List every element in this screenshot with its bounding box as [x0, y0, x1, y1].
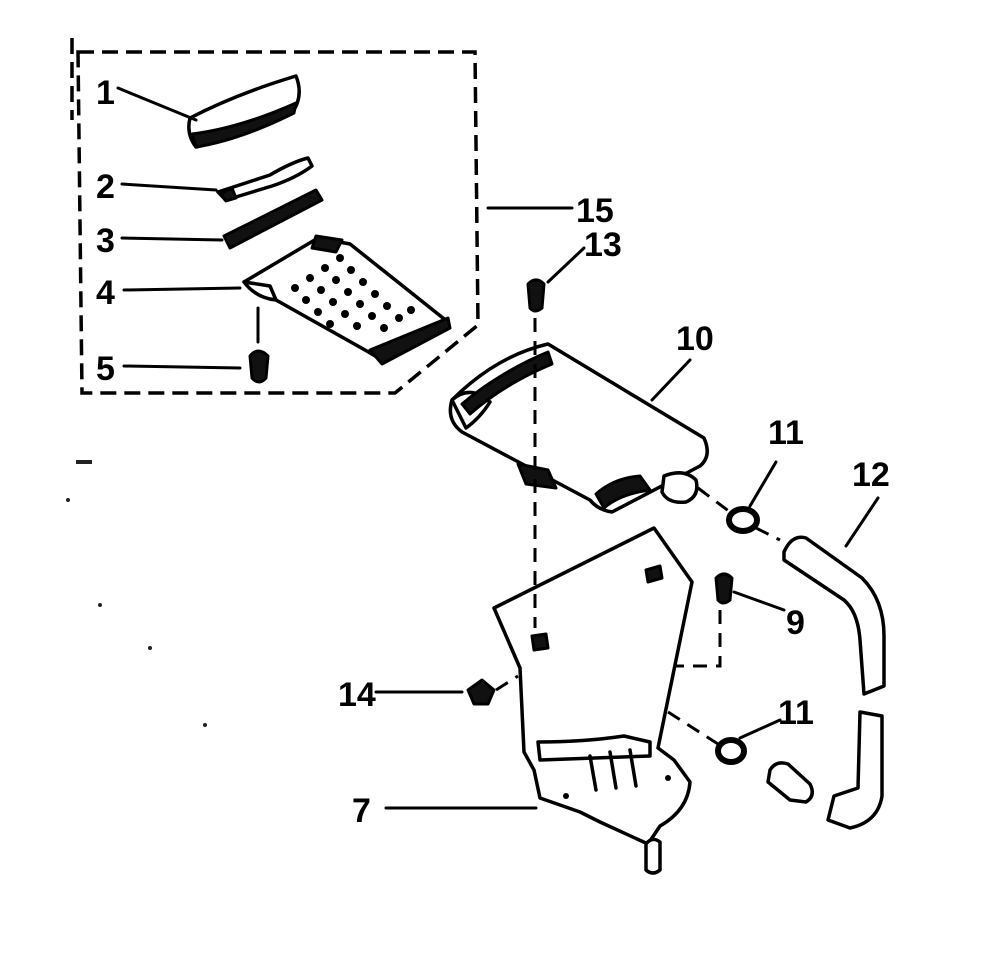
part-9-screw [714, 572, 734, 605]
callout-11-lower: 11 [778, 694, 814, 732]
part-11-ring-upper [726, 506, 760, 534]
leader-10 [650, 358, 692, 402]
callout-12: 12 [852, 456, 890, 494]
leader-1 [116, 86, 198, 122]
speck-5 [66, 498, 70, 502]
callout-10: 10 [676, 320, 714, 358]
part-11-ring-lower [715, 737, 747, 765]
part-2-clip [216, 156, 314, 203]
leader-11-upper [748, 460, 778, 508]
kit-boundary-15 [76, 50, 480, 395]
tube-fitting [766, 761, 814, 804]
part-7-bracket [492, 526, 694, 875]
callout-13: 13 [584, 226, 622, 264]
part-14-nut [466, 678, 496, 706]
callout-7: 7 [352, 792, 371, 830]
leader-2 [120, 182, 218, 192]
speck-2 [98, 603, 102, 607]
axis-14 [495, 674, 519, 692]
part-13-screw [526, 278, 546, 313]
callout-4: 4 [96, 274, 115, 312]
callout-14: 14 [338, 676, 376, 714]
leader-4 [122, 286, 242, 292]
axis-housing-to-ring [697, 486, 731, 514]
leader-12 [844, 496, 880, 548]
callout-3: 3 [96, 222, 115, 260]
part-1-cap [187, 74, 301, 149]
speck-3 [148, 646, 152, 650]
callout-11-upper: 11 [768, 414, 804, 452]
axis-ring-to-hose [755, 526, 781, 542]
speck-4 [203, 723, 207, 727]
part-5-screw [248, 349, 270, 384]
callout-1: 1 [96, 74, 115, 112]
callout-15: 15 [576, 192, 614, 230]
axis-lower-fitting [667, 710, 719, 746]
part-3-rod [222, 188, 324, 250]
axis-9 [668, 610, 722, 668]
callout-5: 5 [96, 350, 115, 388]
leader-13 [546, 246, 586, 284]
leader-9 [732, 590, 786, 612]
callout-9: 9 [786, 604, 805, 642]
part-12-hose [782, 535, 886, 830]
callout-2: 2 [96, 168, 115, 206]
leader-3 [120, 236, 224, 242]
leader-5 [122, 364, 242, 370]
leader-11-lower [738, 718, 782, 740]
speck-1 [76, 460, 92, 464]
part-10-housing [448, 342, 709, 514]
part-4-filter-tray [242, 234, 452, 366]
